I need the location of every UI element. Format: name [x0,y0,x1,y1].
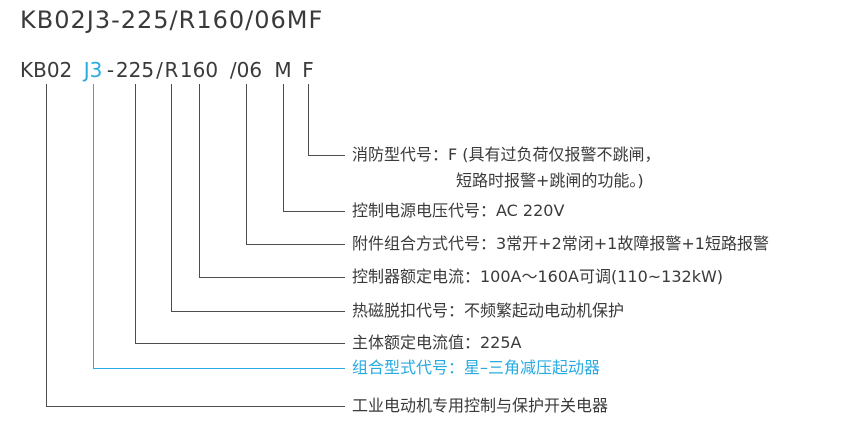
connector-06-horizontal [246,244,345,245]
code-segment-r: R [164,58,179,82]
legend-release-code: 热磁脱扣代号：不频繁起动电动机保护 [352,301,625,320]
connector-kb02-vertical [46,84,47,406]
page-title: KB02J3-225/R160/06MF [20,6,324,34]
legend-control-voltage: 控制电源电压代号：AC 220V [352,201,565,220]
connector-f-vertical [308,84,309,155]
legend-fire-type-line2: 短路时报警+跳闸的功能。) [456,171,644,190]
legend-combination-type: 组合型式代号：星–三角减压起动器 [352,358,601,377]
legend-accessory-combination: 附件组合方式代号：3常开+2常闭+1故障报警+1短路报警 [352,234,769,253]
code-segment-06: /06 [229,58,263,82]
code-segment-kb02: KB02 [20,58,73,82]
legend-controller-current: 控制器额定电流：100A～160A可调(110~132kW) [352,267,724,286]
code-segment-160: 160 [179,58,219,82]
legend-product-category: 工业电动机专用控制与保护开关电器 [352,396,609,415]
connector-06-vertical [246,84,247,244]
connector-f-horizontal [308,155,345,156]
code-segment-slash: / [156,58,163,82]
connector-160-vertical [199,84,200,277]
code-segment-f: F [302,58,314,82]
connector-kb02-horizontal [46,406,345,407]
code-segment-225: 225 [115,58,155,82]
connector-j3-vertical [93,84,94,368]
legend-body-rated-current: 主体额定电流值：225A [352,333,522,352]
connector-j3-horizontal [93,368,345,369]
connector-225-horizontal [135,343,345,344]
connector-m-vertical [283,84,284,211]
code-segment-dash: - [106,58,115,82]
connector-m-horizontal [283,211,345,212]
code-segment-m: M [274,58,292,82]
code-segment-j3: J3 [83,58,103,82]
connector-r-vertical [171,84,172,311]
connector-160-horizontal [199,277,345,278]
connector-225-vertical [135,84,136,343]
legend-fire-type-line1: 消防型代号：F (具有过负荷仅报警不跳闸， [352,145,661,164]
connector-r-horizontal [171,311,345,312]
